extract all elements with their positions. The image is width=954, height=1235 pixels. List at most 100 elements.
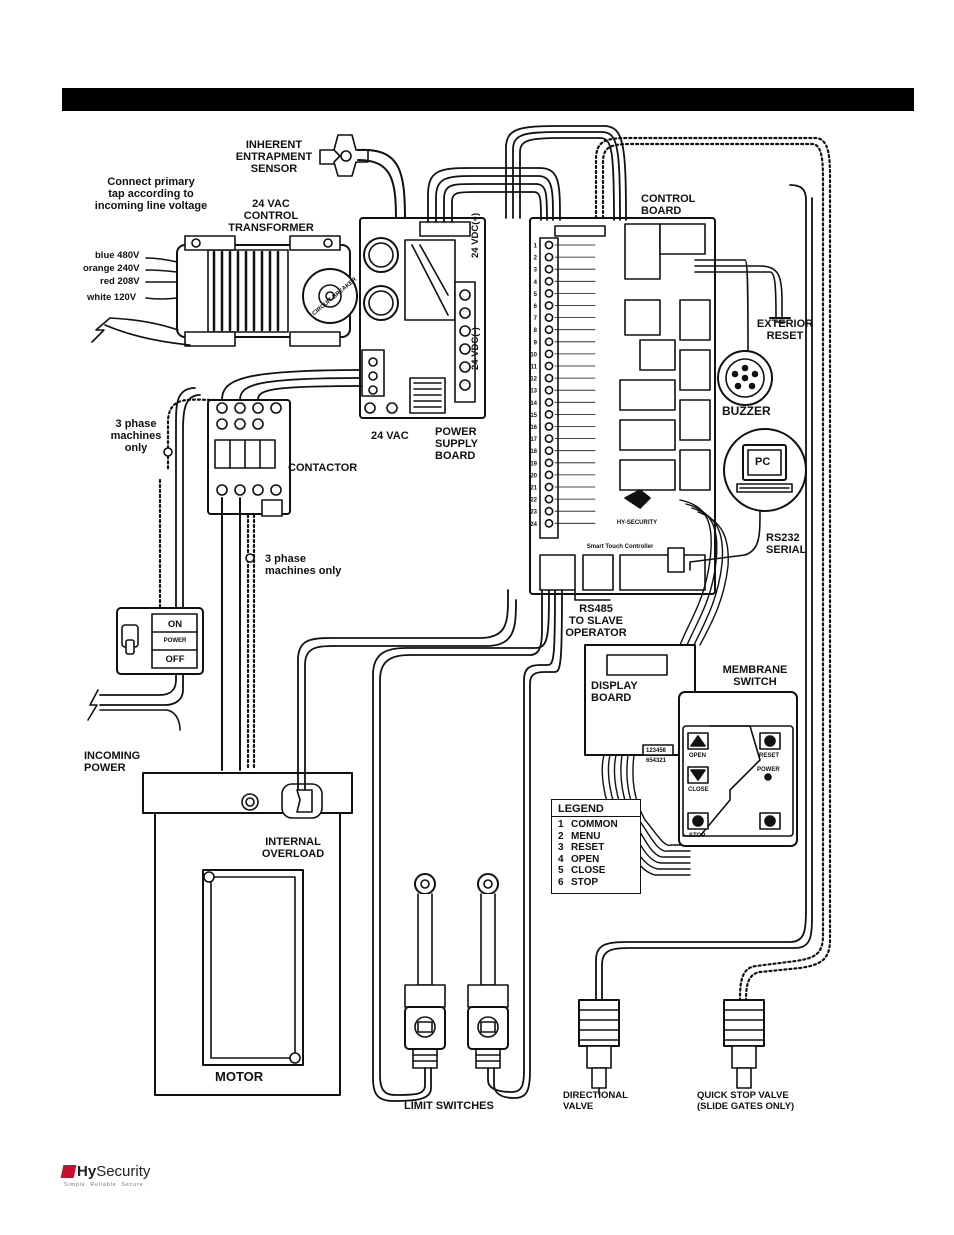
motor bbox=[142, 772, 353, 1096]
membrane-switch bbox=[678, 691, 798, 847]
terminal-number: 16 bbox=[530, 425, 537, 431]
terminal-screw bbox=[544, 337, 554, 347]
label-entrapment-sensor: INHERENT ENTRAPMENT SENSOR bbox=[235, 139, 313, 175]
pc bbox=[723, 428, 807, 512]
label-smart-touch-controller: Smart Touch Controller bbox=[586, 544, 654, 550]
control-board bbox=[529, 217, 716, 595]
label-3phase-1: 3 phase machines only bbox=[110, 418, 162, 454]
label-tap-white: white 120V bbox=[87, 292, 137, 303]
terminal-number: 22 bbox=[530, 498, 537, 504]
entrapment-sensor bbox=[319, 134, 406, 221]
contactor bbox=[207, 399, 291, 517]
terminal-screw bbox=[544, 458, 554, 468]
label-rs232-serial: RS232 SERIAL bbox=[766, 532, 807, 556]
terminal-number: 8 bbox=[534, 328, 538, 334]
terminal-number: 24 bbox=[530, 522, 537, 528]
label-exterior-reset: EXTERIOR RESET bbox=[756, 318, 814, 342]
switch-label-off: OFF bbox=[165, 654, 185, 665]
terminal-screw bbox=[544, 301, 554, 310]
label-control-board: CONTROL BOARD bbox=[641, 193, 696, 217]
motor-overload-wires bbox=[297, 589, 517, 791]
logo-mark-icon bbox=[60, 1165, 77, 1178]
terminal-number: 10 bbox=[530, 352, 537, 358]
label-power-supply-board: POWER SUPPLY BOARD bbox=[435, 426, 479, 462]
terminal-number: 15 bbox=[530, 413, 537, 419]
power-switch bbox=[116, 607, 204, 675]
label-contactor: CONTACTOR bbox=[288, 462, 358, 474]
terminal-screw bbox=[544, 446, 554, 456]
terminal-screw bbox=[544, 361, 554, 371]
terminal-number: 9 bbox=[534, 340, 538, 346]
terminal-number: 3 bbox=[534, 268, 538, 274]
membrane-button-open: OPEN bbox=[689, 753, 707, 759]
logo-wordmark: HySecurity bbox=[77, 1163, 151, 1180]
terminal-screw bbox=[544, 434, 554, 443]
label-vdc-minus: 24 VDC(-) bbox=[470, 327, 481, 370]
label-internal-overload: INTERNAL OVERLOAD bbox=[261, 836, 325, 860]
hysecurity-logo: HySecurity Simple. Reliable. Secure. bbox=[60, 1163, 182, 1195]
terminal-number: 6 bbox=[534, 304, 538, 310]
label-24vac: 24 VAC bbox=[371, 430, 409, 442]
terminal-number: 2 bbox=[534, 256, 538, 262]
limit-switch-left bbox=[404, 873, 446, 1069]
buzzer bbox=[717, 350, 773, 406]
terminal-number: 20 bbox=[530, 473, 537, 479]
label-vdc-plus: 24 VDC(+) bbox=[470, 212, 481, 258]
label-tap-orange: orange 240V bbox=[83, 263, 140, 274]
rs232-wire bbox=[689, 510, 761, 571]
label-directional-valve: DIRECTIONAL VALVE bbox=[563, 1090, 628, 1112]
terminal-screw bbox=[544, 518, 554, 528]
header-bar bbox=[62, 88, 914, 111]
membrane-button-reset: RESET bbox=[759, 753, 780, 759]
terminal-number: 17 bbox=[530, 437, 537, 443]
terminal-number: 12 bbox=[530, 377, 537, 383]
legend-divider bbox=[552, 816, 640, 817]
terminal-number: 5 bbox=[534, 292, 538, 298]
buzzer-and-reset-wires bbox=[694, 259, 791, 351]
terminal-number: 14 bbox=[530, 401, 537, 407]
incoming-power-wires bbox=[87, 689, 181, 731]
limit-switch-right bbox=[467, 873, 509, 1069]
terminal-screw bbox=[544, 506, 554, 516]
membrane-label-power: POWER bbox=[757, 767, 780, 773]
terminal-screw bbox=[544, 252, 554, 262]
terminal-screw bbox=[544, 373, 554, 383]
logo-tagline: Simple. Reliable. Secure. bbox=[64, 1182, 146, 1188]
terminal-number: 1 bbox=[534, 244, 538, 250]
power-supply-board bbox=[359, 217, 486, 419]
wire-bundle-top bbox=[427, 125, 627, 223]
connector-code-2: 654321 bbox=[646, 758, 667, 764]
label-buzzer: BUZZER bbox=[722, 404, 771, 418]
terminal-number: 4 bbox=[534, 280, 538, 286]
terminal-number: 18 bbox=[530, 449, 537, 455]
terminal-screw bbox=[544, 409, 554, 419]
terminal-screw bbox=[544, 288, 554, 298]
ground-marker-1 bbox=[163, 447, 173, 457]
label-membrane-switch: MEMBRANE SWITCH bbox=[722, 664, 788, 688]
terminal-number: 23 bbox=[530, 510, 537, 516]
label-quick-stop-valve: QUICK STOP VALVE (SLIDE GATES ONLY) bbox=[697, 1090, 795, 1112]
control-transformer bbox=[176, 235, 358, 347]
quick-stop-valve bbox=[723, 999, 765, 1089]
terminal-number: 11 bbox=[531, 365, 538, 371]
label-hy-security-board: HY-SECURITY bbox=[616, 520, 658, 526]
label-tap-blue: blue 480V bbox=[95, 250, 140, 261]
label-display-board: DISPLAY BOARD bbox=[591, 680, 638, 704]
switch-label-power: POWER bbox=[163, 638, 187, 644]
transformer-tap-wires bbox=[91, 257, 191, 346]
terminal-number: 21 bbox=[530, 486, 537, 492]
dotted-wire-quick-stop bbox=[158, 136, 832, 1002]
terminal-screw bbox=[544, 313, 554, 322]
terminal-number: 7 bbox=[534, 316, 538, 322]
ground-marker-2 bbox=[245, 553, 255, 563]
label-tap-red: red 208V bbox=[100, 276, 140, 287]
terminal-screw bbox=[544, 264, 554, 274]
